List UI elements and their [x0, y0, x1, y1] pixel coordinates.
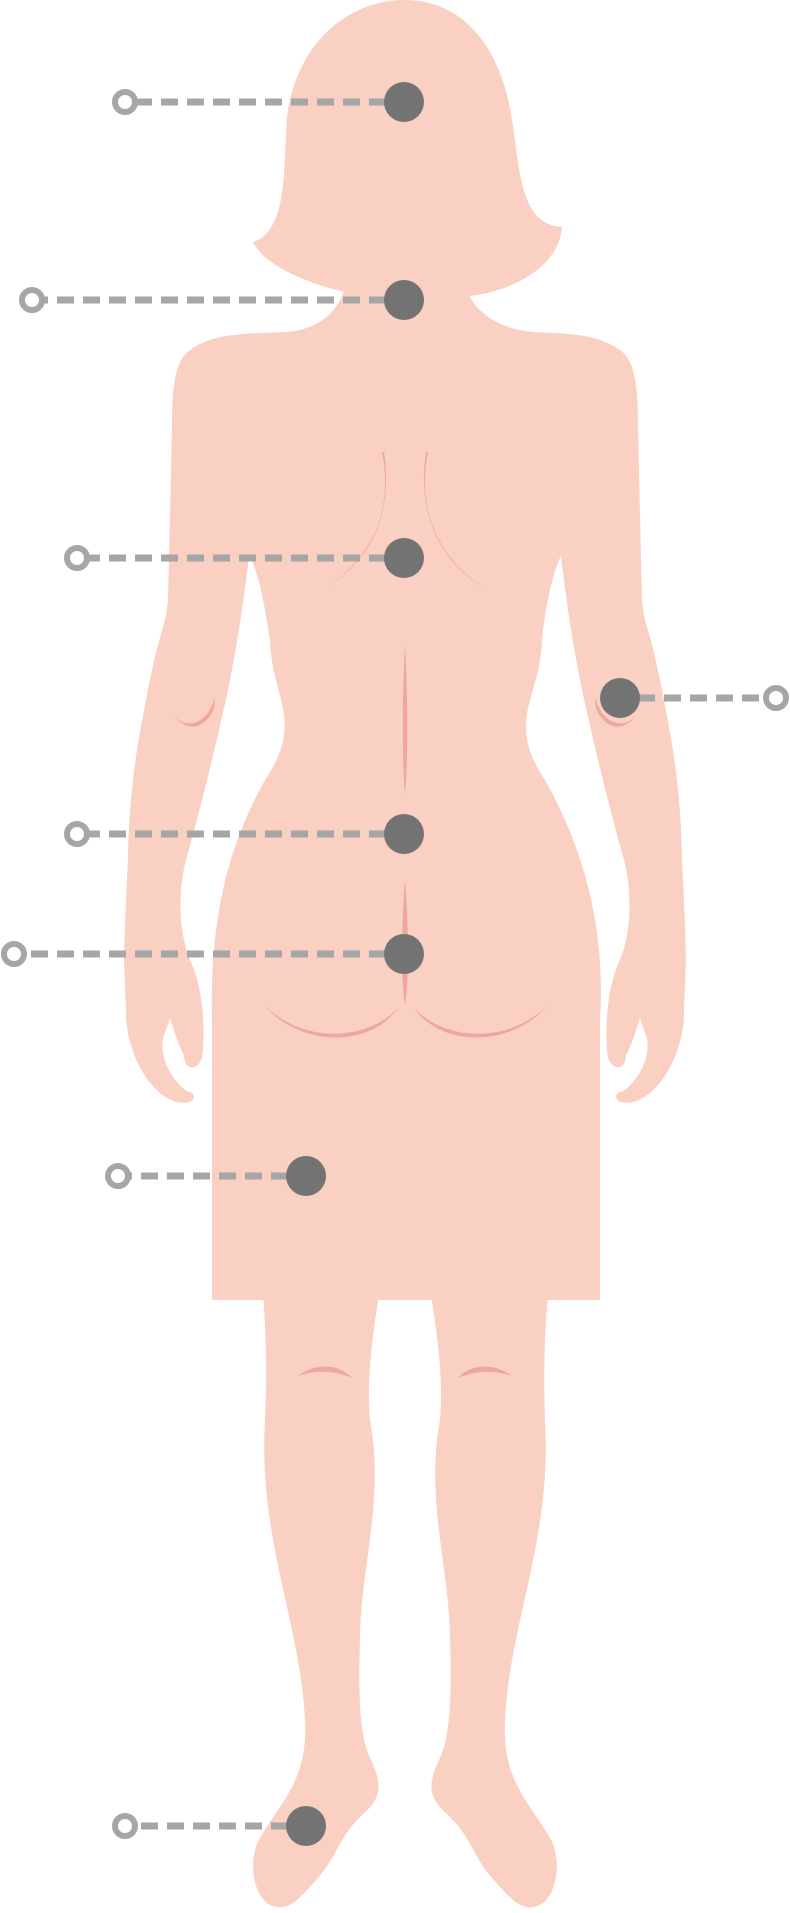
marker-upper-back[interactable] — [384, 538, 424, 578]
buttock-crease-left — [263, 1004, 398, 1038]
anchor-neck[interactable] — [19, 287, 45, 313]
anchor-sacrum[interactable] — [1, 941, 27, 967]
callout-sacrum — [1, 934, 424, 974]
marker-head[interactable] — [384, 82, 424, 122]
anchor-head[interactable] — [112, 89, 138, 115]
buttock-crease-right — [414, 1004, 549, 1038]
callout-markers — [1, 82, 789, 1846]
callout-neck — [19, 280, 424, 320]
marker-left-thigh[interactable] — [286, 1156, 326, 1196]
right-arm — [560, 430, 686, 1103]
callout-upper-back — [64, 538, 424, 578]
left-leg — [212, 1000, 397, 1908]
marker-lower-back[interactable] — [384, 814, 424, 854]
anchor-lower-back[interactable] — [64, 821, 90, 847]
head-hair — [253, 0, 562, 296]
callout-lower-back — [64, 814, 424, 854]
left-arm — [124, 430, 250, 1103]
elbow-crease-left — [173, 698, 216, 727]
elbow-crease-right — [594, 698, 637, 727]
callout-left-thigh — [105, 1156, 326, 1196]
knee-crease-left — [298, 1366, 352, 1378]
marker-neck[interactable] — [384, 280, 424, 320]
marker-sacrum[interactable] — [384, 934, 424, 974]
callout-head — [112, 82, 424, 122]
callout-left-ankle — [112, 1806, 326, 1846]
knee-crease-right — [458, 1366, 512, 1378]
callout-right-elbow — [600, 678, 789, 718]
anchor-left-thigh[interactable] — [105, 1163, 131, 1189]
anchor-right-elbow[interactable] — [763, 685, 789, 711]
spine-crease — [402, 645, 408, 795]
anchor-upper-back[interactable] — [64, 545, 90, 571]
anchor-left-ankle[interactable] — [112, 1813, 138, 1839]
right-leg — [413, 1000, 600, 1908]
marker-left-ankle[interactable] — [286, 1806, 326, 1846]
marker-right-elbow[interactable] — [600, 678, 640, 718]
